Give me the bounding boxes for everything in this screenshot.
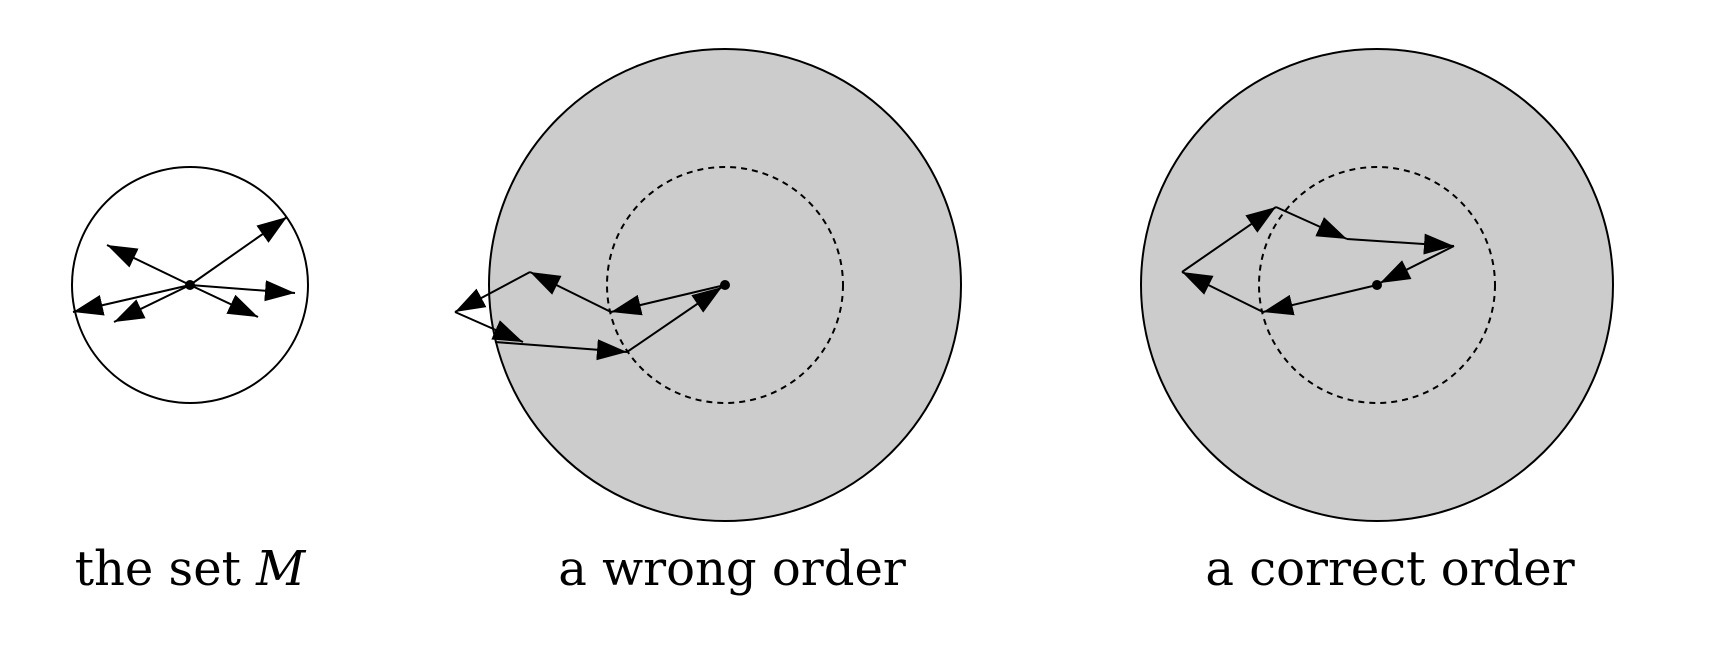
step-arrow	[454, 271, 531, 313]
set-m-circle	[71, 166, 309, 404]
inner-dashed-circle	[1258, 166, 1496, 404]
step-arrow	[529, 271, 612, 313]
caption-correct-order: a correct order	[1205, 541, 1574, 597]
panel-correct-order: a correct order	[1140, 48, 1614, 597]
step-arrow	[626, 286, 723, 353]
caption-set-m: the set M	[75, 541, 307, 597]
step-arrow	[1181, 271, 1264, 313]
step-arrow	[1379, 245, 1455, 284]
origin-dot	[185, 280, 195, 290]
step-arrow	[1346, 233, 1455, 255]
vector-arrow	[113, 284, 191, 323]
panel-wrong-order: a wrong order	[454, 48, 962, 597]
origin-dot	[720, 280, 730, 290]
vector-arrow	[189, 284, 259, 318]
step-arrow	[494, 339, 628, 361]
step-arrow	[1181, 206, 1277, 273]
correct-order-path	[1181, 206, 1455, 316]
vector-arrow	[189, 216, 288, 286]
inner-dashed-circle	[606, 166, 844, 404]
step-arrow	[1275, 206, 1348, 240]
vector-arrow	[106, 244, 191, 286]
set-m-vectors	[72, 216, 296, 323]
caption-wrong-order: a wrong order	[558, 541, 906, 597]
step-arrow	[1262, 284, 1378, 316]
wrong-order-path	[454, 271, 726, 361]
origin-dot	[1372, 280, 1382, 290]
step-arrow	[454, 311, 524, 343]
vector-arrow	[189, 280, 296, 302]
panel-set-m: the set M	[71, 166, 309, 597]
vector-arrow	[72, 284, 191, 316]
